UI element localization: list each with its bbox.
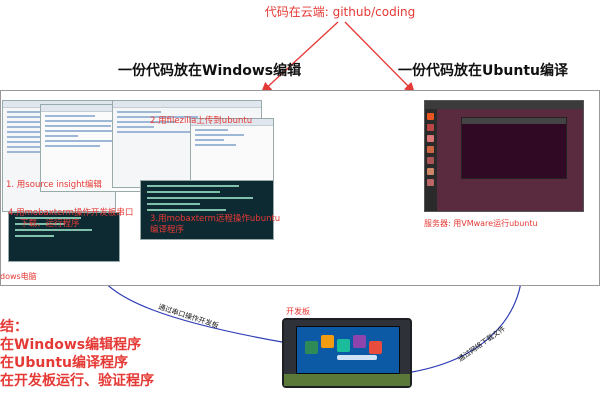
ubuntu-terminal-window: [461, 117, 567, 179]
ubuntu-dock: [425, 109, 437, 211]
mobaxterm-ubuntu-terminal: [140, 180, 274, 240]
ubuntu-vm-screenshot: [424, 100, 584, 212]
annotation-mobaxterm-remote-line1: 3.用mobaxterm远程操作ubuntu: [150, 214, 281, 224]
board-lcd: [296, 326, 400, 374]
annotation-mobaxterm-board-line2: 下载、运行程序: [20, 219, 80, 229]
summary-block: 结： 在Windows编辑程序 在Ubuntu编译程序 在开发板运行、验证程序: [0, 318, 154, 390]
filezilla-panel-screenshot: [190, 118, 274, 186]
mobaxterm-serial-terminal: [8, 212, 120, 262]
summary-line-windows: 在Windows编辑程序: [0, 337, 142, 353]
serial-cable-label: 通过串口操作开发板: [157, 302, 220, 331]
summary-line-board: 在开发板运行、验证程序: [0, 373, 154, 389]
windows-pc-caption: dows电脑: [0, 272, 37, 281]
board-pcb: [284, 374, 410, 386]
code-cloud-label: 代码在云端: github/coding: [264, 5, 416, 19]
annotation-filezilla: 2.用filezilla上传到ubuntu: [150, 116, 253, 126]
annotation-source-insight: 1. 用source insight编辑: [6, 180, 102, 190]
ubuntu-column-title: 一份代码放在Ubuntu编译: [398, 63, 568, 79]
summary-title: 结：: [0, 319, 28, 335]
dev-board-image: [282, 318, 412, 388]
arrow-to-windows: [261, 21, 339, 93]
arrow-to-ubuntu: [344, 21, 415, 93]
network-cable-label: 通过网络下载文件: [456, 324, 508, 364]
annotation-mobaxterm-remote-line2: 编译程序: [150, 225, 185, 235]
ubuntu-server-caption: 服务器: 用VMware运行ubuntu: [424, 219, 538, 228]
summary-line-ubuntu: 在Ubuntu编译程序: [0, 355, 128, 371]
windows-column-title: 一份代码放在Windows编辑: [118, 63, 302, 79]
dev-board-label: 开发板: [286, 307, 310, 316]
annotation-mobaxterm-board-line1: 4.用mobaxterm操作开发板串口: [8, 208, 134, 218]
